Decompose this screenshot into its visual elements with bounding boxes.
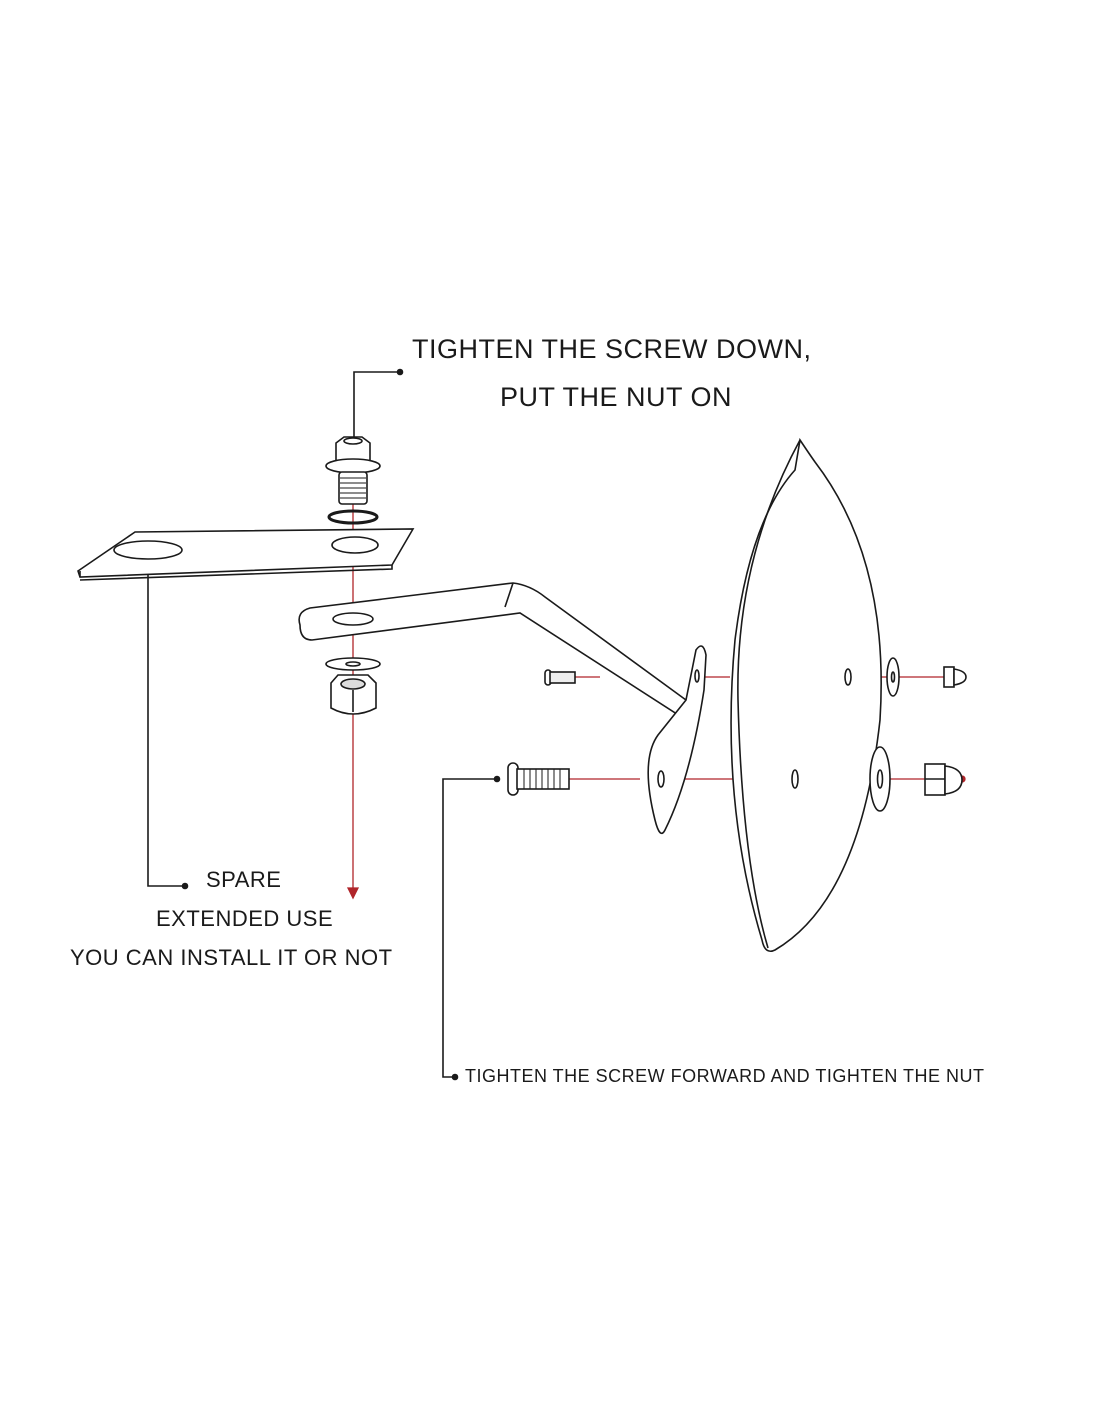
label-spare: SPARE	[206, 867, 282, 892]
instruction-screw-forward: TIGHTEN THE SCREW FORWARD AND TIGHTEN TH…	[465, 1066, 985, 1086]
label-optional: YOU CAN INSTALL IT OR NOT	[70, 945, 393, 970]
label-extended-use: EXTENDED USE	[156, 906, 334, 931]
leader-top	[353, 368, 404, 458]
instruction-screw-down-line2: PUT THE NUT ON	[500, 382, 733, 412]
l-bracket	[298, 582, 707, 835]
lock-washer	[327, 509, 379, 525]
small-bolt	[544, 669, 576, 686]
leader-spare	[147, 575, 189, 890]
curved-plate	[730, 437, 882, 953]
bottom-washer	[325, 657, 381, 671]
hex-nut	[330, 674, 377, 715]
flange-bolt	[325, 436, 381, 505]
large-cap-nut	[924, 763, 963, 796]
small-cap-nut	[943, 666, 967, 688]
instruction-screw-down-line1: TIGHTEN THE SCREW DOWN,	[412, 334, 812, 364]
leader-forward	[442, 775, 501, 1081]
spare-flat-bracket	[77, 528, 415, 581]
large-bolt	[507, 762, 570, 796]
large-washer	[869, 746, 891, 812]
small-washer	[886, 657, 900, 697]
